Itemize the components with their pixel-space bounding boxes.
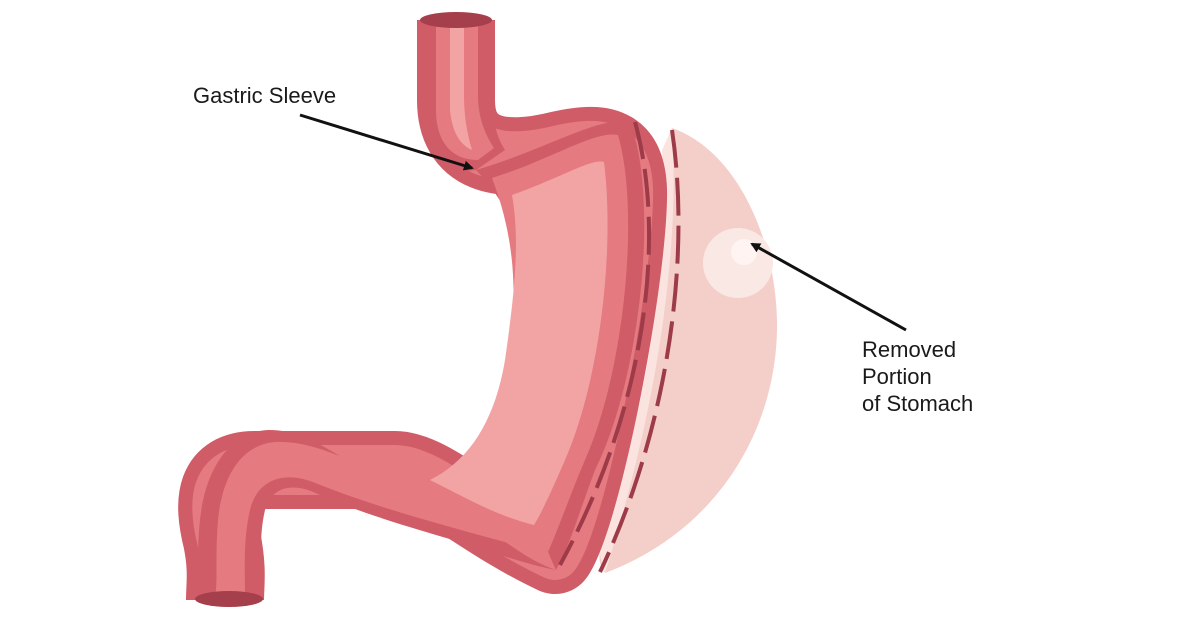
removed-portion-label-line-3: of Stomach [862, 391, 973, 416]
removed-portion-label-line-2: Portion [862, 364, 932, 389]
removed-portion-arrow [750, 242, 907, 332]
removed-portion-label-line-1: Removed [862, 337, 956, 362]
stomach-body-inner [430, 161, 608, 525]
duodenum-opening [195, 591, 263, 607]
esophagus [420, 12, 505, 171]
esophagus-inner [450, 22, 472, 150]
esophagus-opening [420, 12, 492, 28]
stomach-body [196, 121, 645, 600]
gastric-sleeve-arrow [299, 113, 474, 171]
staple-line-inner [558, 121, 652, 566]
staple-line-outer [598, 129, 681, 573]
gastric-sleeve-label: Gastric Sleeve [193, 83, 336, 108]
